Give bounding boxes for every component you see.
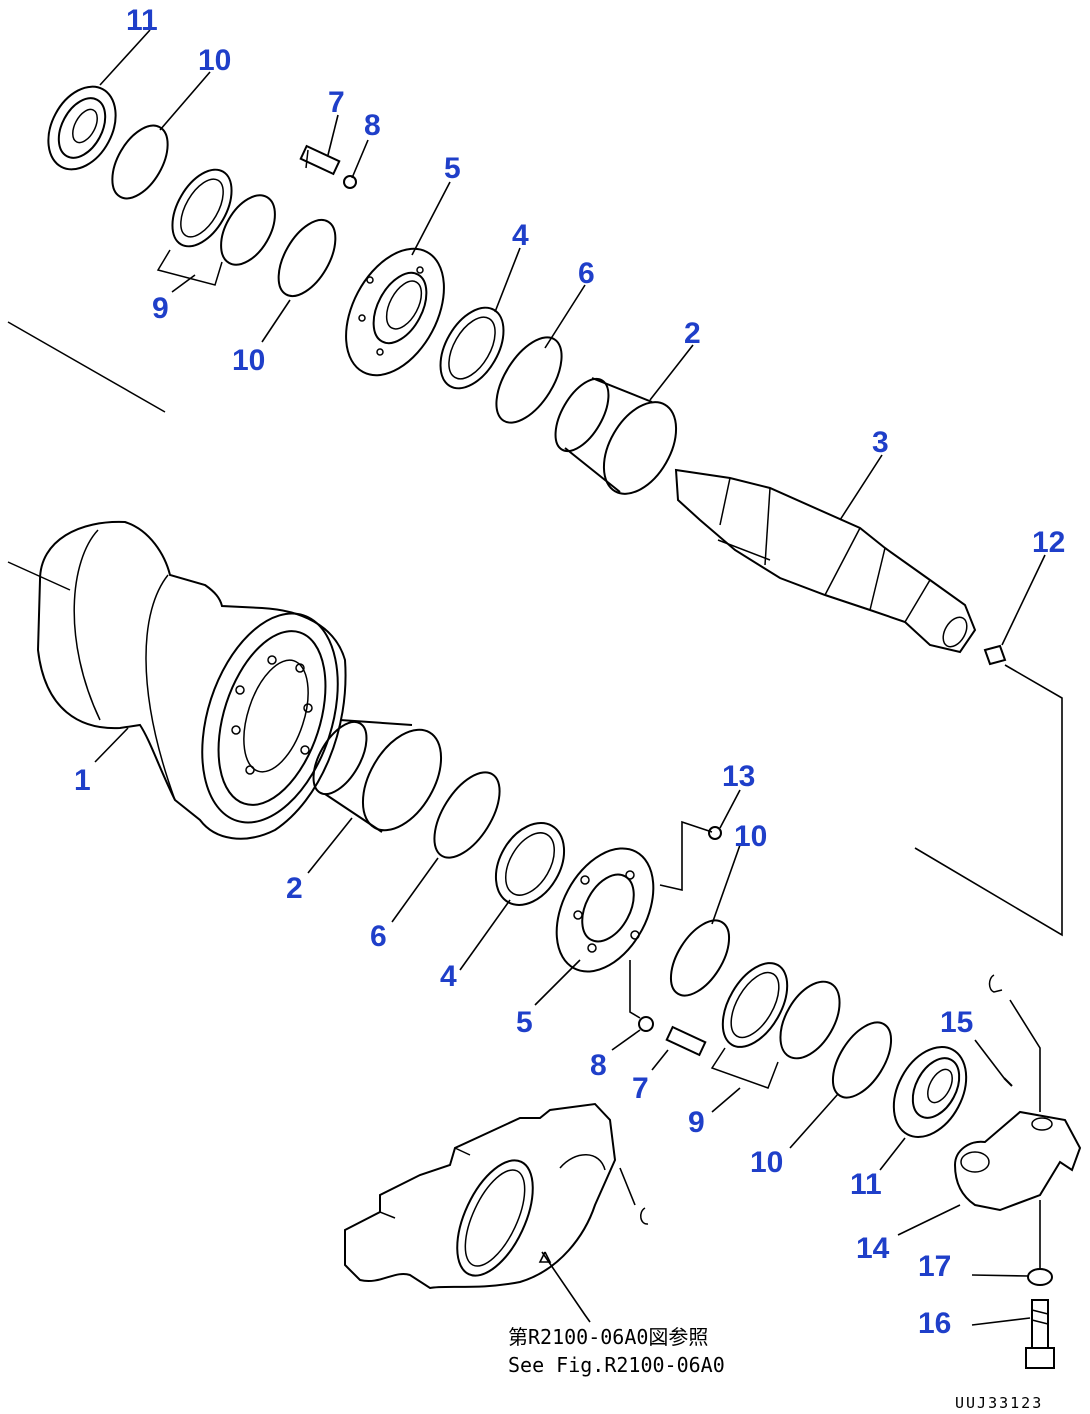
part-6-oring-upper [495, 336, 563, 424]
part-16-bolt [1025, 1299, 1055, 1369]
part-14-collar [953, 1110, 1082, 1212]
part-11-seal-lower [892, 1046, 968, 1138]
callout-9-lower: 9 [688, 1106, 705, 1139]
callout-13: 13 [722, 760, 755, 793]
callout-labels: 11 10 7 8 5 4 6 2 3 9 10 12 1 2 6 4 13 1… [74, 4, 1065, 1340]
callout-2-upper: 2 [684, 317, 701, 350]
callout-1: 1 [74, 764, 91, 797]
callout-10-b: 10 [232, 344, 265, 377]
part-9-seal-pair-lower [710, 962, 841, 1089]
drawing-code: UUJ33123 [955, 1394, 1043, 1412]
upper-assembly [47, 85, 977, 654]
part-2-bushing-lower [312, 719, 443, 833]
callout-5-upper: 5 [444, 152, 461, 185]
callout-4-lower: 4 [440, 960, 457, 993]
callout-16: 16 [918, 1307, 951, 1340]
callout-12: 12 [1032, 526, 1065, 559]
part-17-washer [1027, 1268, 1053, 1286]
callout-6-upper: 6 [578, 257, 595, 290]
part-7-bolt-upper [299, 144, 341, 176]
callout-17: 17 [918, 1250, 951, 1283]
part-4-thrust-washer-upper [439, 306, 505, 390]
callout-4-upper: 4 [512, 219, 529, 252]
clip-icon [988, 974, 1003, 993]
part-7-bolt-lower [665, 1025, 707, 1057]
track-frame-reference [344, 1102, 649, 1290]
part-1-roller-body [7, 321, 347, 840]
callout-15: 15 [940, 1006, 973, 1039]
callout-10-d: 10 [750, 1146, 783, 1179]
callout-7-lower: 7 [632, 1072, 649, 1105]
callout-2-lower: 2 [286, 872, 303, 905]
callout-10-a: 10 [198, 44, 231, 77]
part-2-bushing-upper [554, 377, 678, 495]
callout-10-c: 10 [734, 820, 767, 853]
part-12-plug [983, 644, 1007, 666]
part-8-washer-upper [343, 175, 357, 189]
part-15-pin [1003, 1077, 1013, 1087]
leader-lines [94, 29, 1063, 1326]
callout-6-lower: 6 [370, 920, 387, 953]
part-11-seal-upper [47, 85, 117, 171]
callout-11-upper: 11 [126, 4, 158, 37]
callout-3: 3 [872, 426, 889, 459]
part-13-pin [708, 826, 722, 840]
part-6-oring-lower [433, 771, 501, 859]
part-10-oring-b [277, 219, 337, 297]
part-5-retainer-upper [345, 247, 445, 377]
part-5-retainer-lower [555, 847, 655, 973]
part-8-washer-lower [638, 1016, 654, 1032]
callout-8-lower: 8 [590, 1049, 607, 1082]
reference-note-ja: 第R2100-06A0図参照 [508, 1325, 708, 1349]
callout-11-lower: 11 [850, 1168, 882, 1201]
callout-5-lower: 5 [516, 1006, 533, 1039]
callout-8-upper: 8 [364, 109, 381, 142]
callout-7-upper: 7 [328, 86, 345, 119]
part-3-shaft [674, 468, 977, 654]
reference-note-en: See Fig.R2100-06A0 [508, 1353, 725, 1377]
part-10-oring-d [831, 1021, 893, 1099]
part-10-oring-a [111, 124, 169, 200]
part-9-seal-pair-upper [156, 168, 276, 286]
callout-9-upper: 9 [152, 292, 169, 325]
part-10-oring-c [669, 919, 731, 997]
callout-14: 14 [856, 1232, 890, 1265]
